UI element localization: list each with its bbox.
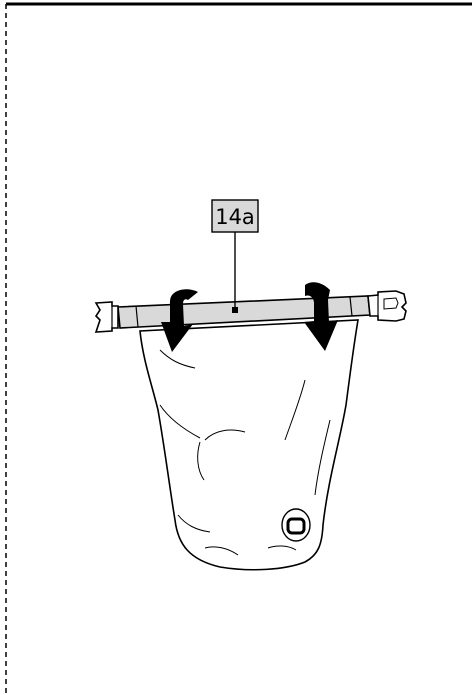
bag-wrinkle bbox=[267, 545, 297, 551]
buckle-icon-left bbox=[94, 301, 119, 333]
strap-seam bbox=[135, 305, 139, 328]
bag-wrinkle bbox=[197, 441, 205, 481]
bag-wrinkle bbox=[314, 419, 331, 496]
bag-wrinkle bbox=[204, 429, 246, 441]
dry-bag bbox=[139, 319, 359, 571]
callout-anchor bbox=[232, 307, 238, 313]
arrow-down-icon-left bbox=[161, 289, 198, 352]
page-frame bbox=[5, 2, 472, 695]
bag-wrinkle bbox=[177, 514, 211, 533]
bag-wrinkle bbox=[284, 379, 306, 441]
bag-outline bbox=[139, 319, 359, 571]
buckle-icon-right bbox=[367, 290, 407, 322]
callout: 14a bbox=[211, 199, 259, 313]
bag-wrinkle bbox=[159, 349, 196, 369]
strap-seam bbox=[349, 296, 353, 317]
callout-box bbox=[211, 199, 259, 233]
arrow-down-icon-right bbox=[304, 282, 338, 351]
bag-wrinkle bbox=[204, 546, 239, 556]
callout-label: 14a bbox=[215, 205, 255, 229]
bag-wrinkle bbox=[159, 404, 201, 439]
d-ring-icon bbox=[281, 508, 311, 542]
